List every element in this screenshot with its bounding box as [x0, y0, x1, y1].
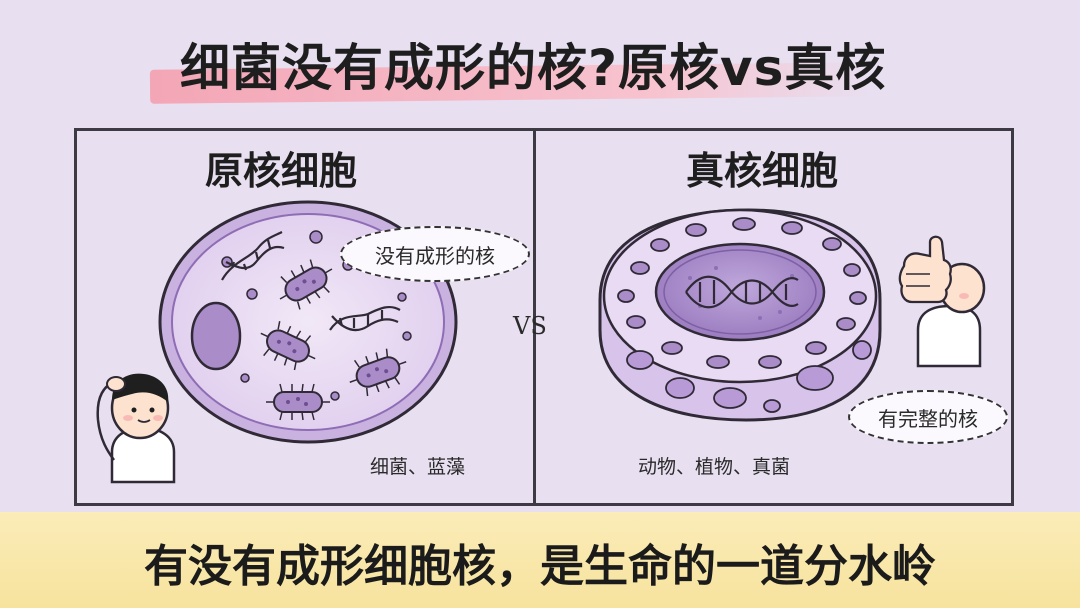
- bacterium-icon: [349, 348, 407, 397]
- prokaryote-caption: 细菌、蓝藻: [370, 456, 466, 478]
- eukaryote-speech-bubble: 有完整的核: [848, 390, 1008, 444]
- banner-text: 有没有成形细胞核，是生命的一道分水岭: [144, 541, 936, 592]
- eukaryote-caption: 动物、植物、真菌: [638, 456, 791, 478]
- bacterium-icon: [260, 321, 316, 371]
- prokaryote-bubble-text: 没有成形的核: [375, 243, 495, 268]
- nucleus: [654, 242, 826, 342]
- bacterium-icon: [266, 383, 330, 421]
- eukaryote-heading: 真核细胞: [686, 149, 839, 193]
- ribosome-blob: [190, 301, 242, 371]
- page-title: 细菌没有成形的核?原核vs真核: [180, 39, 887, 97]
- dna-helix-icon: [221, 231, 285, 281]
- prokaryote-speech-bubble: 没有成形的核: [340, 226, 530, 282]
- comparison-frame: [74, 128, 1014, 506]
- prokaryote-heading: 原核细胞: [205, 149, 358, 193]
- bottom-banner: [0, 512, 1080, 608]
- thumbs-up-person-icon: [898, 235, 986, 368]
- bacterium-icon: [279, 259, 333, 310]
- eukaryote-cell: [598, 208, 882, 422]
- dna-helix-icon: [329, 305, 401, 332]
- title-area: 细菌没有成形的核?原核vs真核: [149, 28, 1050, 108]
- confused-boy-icon: [96, 373, 176, 484]
- eukaryote-bubble-text: 有完整的核: [878, 406, 978, 431]
- vs-label: VS: [513, 312, 547, 340]
- panel-divider: [533, 128, 536, 506]
- dna-helix-icon: [685, 275, 799, 309]
